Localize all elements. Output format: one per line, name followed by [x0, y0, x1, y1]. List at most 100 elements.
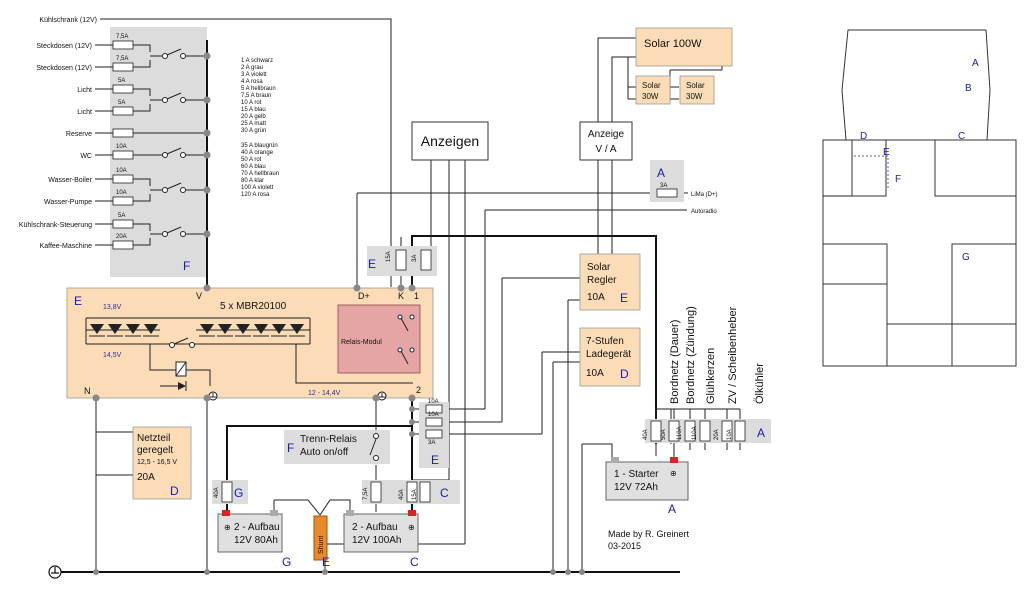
solar-30w-1-a: Solar: [642, 81, 661, 90]
fuse: [112, 174, 134, 184]
legend-item: 100 A violett: [241, 185, 274, 191]
fuse-row-steckdosen-2: Steckdosen (12V) 7,5A: [36, 56, 151, 72]
fuse-row-wasser-pumpe: Wasser-Pumpe 10A: [44, 190, 151, 206]
consumer-fuse-label: 20A: [714, 429, 720, 440]
fuse-label: Licht: [77, 87, 92, 94]
plan-label-c: C: [958, 131, 965, 142]
vehicle-floor-plan: [822, 29, 1017, 367]
fuse-40a-g: [221, 481, 233, 503]
battery-80-line2: 12V 80Ah: [234, 535, 278, 546]
voltage-14-5: 14,5V: [103, 352, 122, 359]
fuse-row-wc: WC 10A: [80, 144, 207, 160]
zone-label-e-lower: E: [431, 453, 439, 467]
fuse-lima: [656, 188, 678, 198]
fuse-label: Wasser-Boiler: [48, 177, 92, 184]
fuse-3a: [420, 249, 432, 271]
terminal-v: V: [196, 291, 202, 301]
plan-label-b: B: [965, 83, 972, 94]
netzteil-line2: geregelt: [137, 445, 173, 456]
consumer-label: Bordnetz (Dauer): [669, 320, 681, 404]
zone-label-f-panel: F: [183, 259, 190, 273]
fuse: [112, 128, 134, 138]
solar-30w-box-2: [679, 75, 715, 105]
legend-item: 50 A rot: [241, 157, 262, 163]
shunt: [313, 515, 328, 561]
consumer-fuse-label: 110A: [677, 426, 683, 440]
fuse-3a-2-label: 3A: [428, 440, 435, 446]
plus-icon: ⊕: [224, 523, 231, 532]
ladegeraet-line1: 7-Stufen: [586, 336, 624, 347]
battery-starter: [605, 461, 689, 501]
kuehlschrank-wire: [100, 18, 392, 287]
fuse-row-licht-2: Licht 5A: [77, 100, 151, 116]
legend-item: 10 A rot: [241, 100, 262, 106]
legend-item: 25 A matt: [241, 121, 266, 127]
trenn-relais-box: [284, 430, 390, 464]
fuse-consumer: [699, 420, 711, 442]
legend-item: 120 A rosa: [241, 192, 270, 198]
fuse-10a-2-label: 10A: [428, 412, 439, 418]
zone-label-a-lima: A: [657, 166, 665, 180]
netzteil-box: [132, 426, 192, 500]
fuse-10a-1: [425, 404, 443, 414]
plus-icon: ⊕: [408, 523, 415, 532]
battery-80-line1: 2 - Aufbau: [234, 522, 280, 533]
solar-30w-2-b: 30W: [686, 92, 703, 101]
fuse-7-5a: [370, 481, 382, 503]
ladegeraet-rating: 10A: [586, 368, 604, 379]
battery-terminal-plus: [222, 510, 230, 516]
fuse: [112, 40, 134, 50]
diode-string: [85, 317, 413, 391]
relay-module-label: Relais-Modul: [341, 339, 382, 346]
fuse-row-kuehlschrank-steuerung: Kühlschrank-Steuerung 5A: [19, 213, 151, 231]
fuse-row-steckdosen-1: Steckdosen (12V) 7,5A: [36, 34, 151, 52]
fuse: [112, 196, 134, 206]
fuse-10a-1-label: 10A: [428, 399, 439, 405]
zone-label-f-relais: F: [287, 441, 294, 455]
fuse-rating: 5A: [118, 213, 125, 219]
fuse-label: Steckdosen (12V): [36, 65, 92, 72]
battery-aufbau-100: [343, 513, 419, 553]
zone-label-g-fuse: G: [234, 486, 243, 500]
consumer-fuse-label: 10A: [727, 429, 733, 440]
battery-aufbau-80: [217, 513, 283, 553]
voltage-range: 12 - 14,4V: [308, 390, 341, 397]
fuse: [112, 62, 134, 72]
legend-item: 80 A klar: [241, 178, 264, 184]
legend-item: 2 A grau: [241, 65, 263, 71]
fuse-10a-2: [425, 417, 443, 427]
fuse-40a-g-label: 40A: [214, 487, 220, 498]
zone-label-d-lader: D: [620, 367, 629, 381]
legend-item: 20 A gelb: [241, 114, 266, 120]
solar-30w-1-b: 30W: [642, 92, 659, 101]
battery-terminal-minus: [270, 510, 278, 516]
solar-regler-rating: 10A: [587, 292, 605, 303]
fuse-lima-label: 3A: [660, 183, 667, 189]
fuse-40a-c: [406, 481, 418, 503]
fuse-label: Reserve: [66, 131, 92, 138]
fuse: [112, 84, 134, 94]
solar-regler-line2: Regler: [587, 275, 617, 286]
fuse-3a-label: 3A: [412, 255, 418, 262]
solar-100w-label: Solar 100W: [644, 38, 702, 50]
legend-item: 5 A hellbraun: [241, 86, 276, 92]
terminal-k: K: [398, 291, 404, 301]
solar-30w-2-a: Solar: [686, 81, 705, 90]
autoradio-label: Autoradio: [691, 209, 717, 215]
zone-label-a-starter: A: [668, 502, 676, 516]
fuse-rating: 10A: [116, 144, 127, 150]
trenn-relais-line2: Auto on/off: [300, 447, 348, 458]
anzeige-va-box: [579, 121, 633, 161]
fuse-consumer: [668, 420, 680, 442]
legend-item: 35 A blaugrün: [241, 143, 278, 149]
mbr-title: 5 x MBR20100: [220, 301, 287, 312]
plan-label-d: D: [860, 131, 867, 142]
fuse-color-legend: 1 A schwarz 2 A grau 3 A violett 4 A ros…: [241, 58, 279, 198]
fuse-label: Licht: [77, 109, 92, 116]
battery-starter-line2: 12V 72Ah: [614, 482, 658, 493]
legend-item: 30 A grün: [241, 128, 266, 134]
consumer-label: ZV / Scheibenheber: [727, 306, 739, 404]
fuse-label: WC: [80, 153, 92, 160]
connection-nodes: [92, 52, 585, 575]
